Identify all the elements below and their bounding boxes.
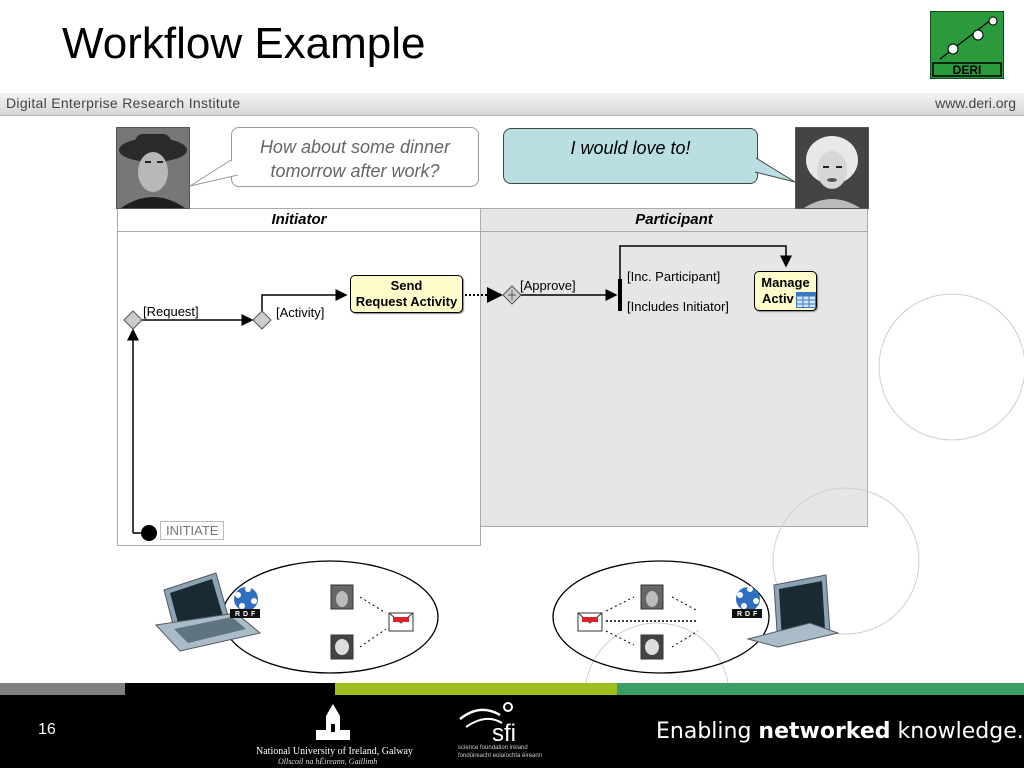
lane-initiator: Initiator [117,208,481,546]
includes-initiator-label: [Includes Initiator] [627,299,729,314]
deri-logo: DERI [930,11,1004,79]
send-request-activity[interactable]: Send Request Activity [350,275,463,313]
footer-color-strip [0,683,1024,695]
site-url: www.deri.org [935,95,1016,111]
lane-participant-title: Participant [481,209,867,232]
table-icon [796,292,816,308]
speech-bubble-question: How about some dinner tomorrow after wor… [231,127,479,187]
lane-initiator-title: Initiator [118,209,480,232]
laptop-icon [746,574,840,648]
deri-logo-text: DERI [953,63,982,77]
photo-participant [795,127,869,209]
lane-participant: Participant [480,208,868,527]
answer-text: I would love to! [570,138,691,158]
bubble-answer-tail [754,157,796,183]
tagline-pre: Enabling [656,719,759,744]
institute-name: Digital Enterprise Research Institute [6,95,241,111]
svg-text:F: F [753,611,758,618]
join-bar [618,279,622,311]
bubble-question-tail [189,159,239,187]
nuig-name: National University of Ireland, Galway [256,746,413,757]
question-line-1: How about some dinner [259,137,451,157]
rdf-icon: R D F [732,586,762,618]
question-line-2: tomorrow after work? [270,161,440,181]
rdf-icon: R D F [230,586,260,618]
sfi-text: sfi [492,720,516,747]
header-bar: Digital Enterprise Research Institute ww… [0,93,1024,116]
sfi-subtitle: science foundation ireland [458,745,528,751]
sfi-subtitle-irish: fondúireacht eolaíochta éireann [458,753,543,759]
decor-circle [772,487,920,635]
start-node [141,525,157,541]
nuig-logo [316,704,350,740]
inc-participant-label: [Inc. Participant] [627,269,721,284]
page-number: 16 [38,721,56,738]
photo-initiator [116,127,190,209]
svg-text:D: D [243,611,248,618]
send-activity-line-2: Request Activity [355,294,458,309]
request-gateway [123,310,143,330]
svg-text:D: D [745,611,750,618]
envelope-icon [388,612,414,632]
initiate-label: INITIATE [160,521,225,540]
initiator-device-illustration: R D F [154,560,439,674]
request-label: [Request] [143,304,199,319]
tagline: Enabling networked knowledge. [656,719,1024,744]
manage-activity[interactable]: Manage Activ [754,271,817,311]
envelope-icon [577,612,603,632]
decor-circle [878,293,1024,441]
laptop-icon [154,572,262,652]
svg-text:F: F [251,611,256,618]
activity-gateway [252,310,272,330]
send-activity-line-1: Send [390,278,423,293]
tagline-post: knowledge. [890,719,1024,744]
svg-text:R: R [737,611,742,618]
manage-activity-line-1: Manage [761,275,810,290]
manage-activity-line-2: Activ [762,291,794,306]
speech-bubble-answer: I would love to! [503,128,758,184]
svg-text:R: R [235,611,240,618]
approve-label: [Approve] [520,278,576,293]
activity-label: [Activity] [276,305,325,320]
nuig-name-irish: Ollscoil na hÉireann, Gaillimh [278,757,378,766]
participant-device-illustration: R D F [552,560,840,674]
tagline-bold: networked [758,719,891,744]
sfi-logo: sfi [459,702,516,747]
slide-title: Workflow Example [62,19,426,68]
